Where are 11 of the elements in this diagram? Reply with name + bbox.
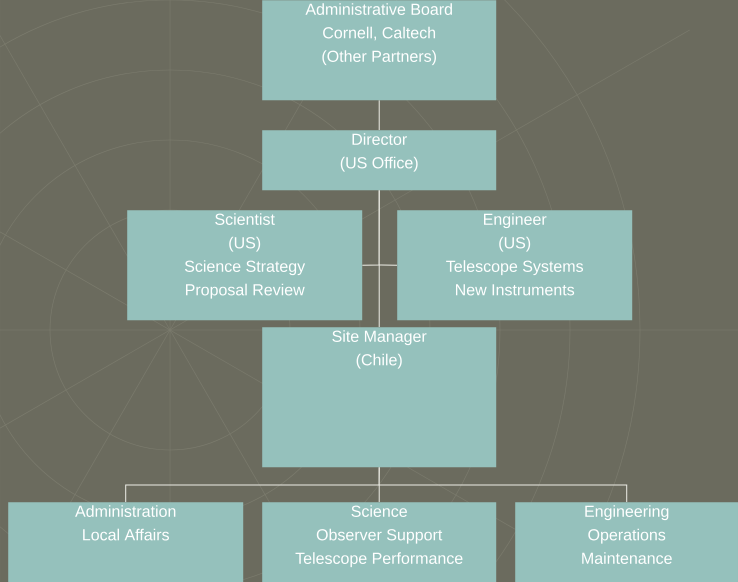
org-box: Site Manager (Chile): [262, 327, 496, 468]
connector-line: [378, 190, 380, 328]
org-box: Administration Local Affairs: [8, 502, 244, 582]
org-box: Scientist (US) Science Strategy Proposal Review: [127, 210, 362, 320]
connector-line: [378, 100, 380, 130]
org-box: Director (US Office): [262, 130, 496, 190]
org-box: Science Observer Support Telescope Performance: [262, 502, 496, 582]
connector-line: [378, 466, 628, 502]
org-box: Engineering Operations Maintenance: [515, 502, 738, 582]
org-box: Administrative Board Cornell, Caltech (Other Partners): [262, 0, 496, 100]
org-box: Engineer (US) Telescope Systems New Instruments: [397, 210, 632, 320]
